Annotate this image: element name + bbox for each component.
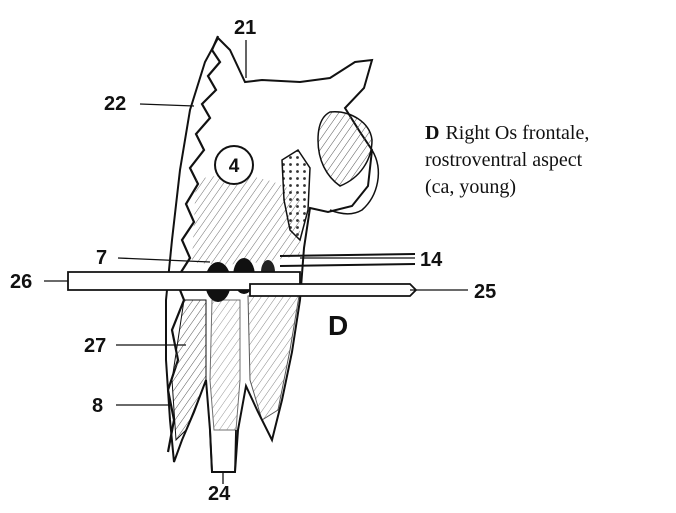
leader-22 [140, 104, 194, 106]
frontal-bone-drawing [166, 36, 378, 472]
label-26: 26 [10, 271, 32, 293]
label-21: 21 [234, 17, 256, 39]
ring-number: 4 [229, 156, 240, 177]
label-22: 22 [104, 93, 126, 115]
lower-plate-center [210, 300, 240, 430]
panel-letter: D [328, 310, 348, 341]
probe-25 [250, 284, 416, 296]
circled-label: 4 [215, 146, 253, 184]
caption-line-3: (ca, young) [425, 174, 675, 201]
caption-line-1: D Right Os frontale, [425, 120, 675, 147]
figure-caption: D Right Os frontale, rostroventral aspect… [425, 120, 675, 201]
label-25: 25 [474, 281, 496, 303]
caption-letter: D [425, 122, 439, 144]
label-14: 14 [420, 249, 443, 271]
label-8: 8 [92, 395, 103, 417]
caption-line-2: rostroventral aspect [425, 147, 675, 174]
label-7: 7 [96, 247, 107, 269]
label-24: 24 [208, 483, 231, 505]
caption-text-1: Right Os frontale, [445, 122, 589, 144]
label-27: 27 [84, 335, 106, 357]
